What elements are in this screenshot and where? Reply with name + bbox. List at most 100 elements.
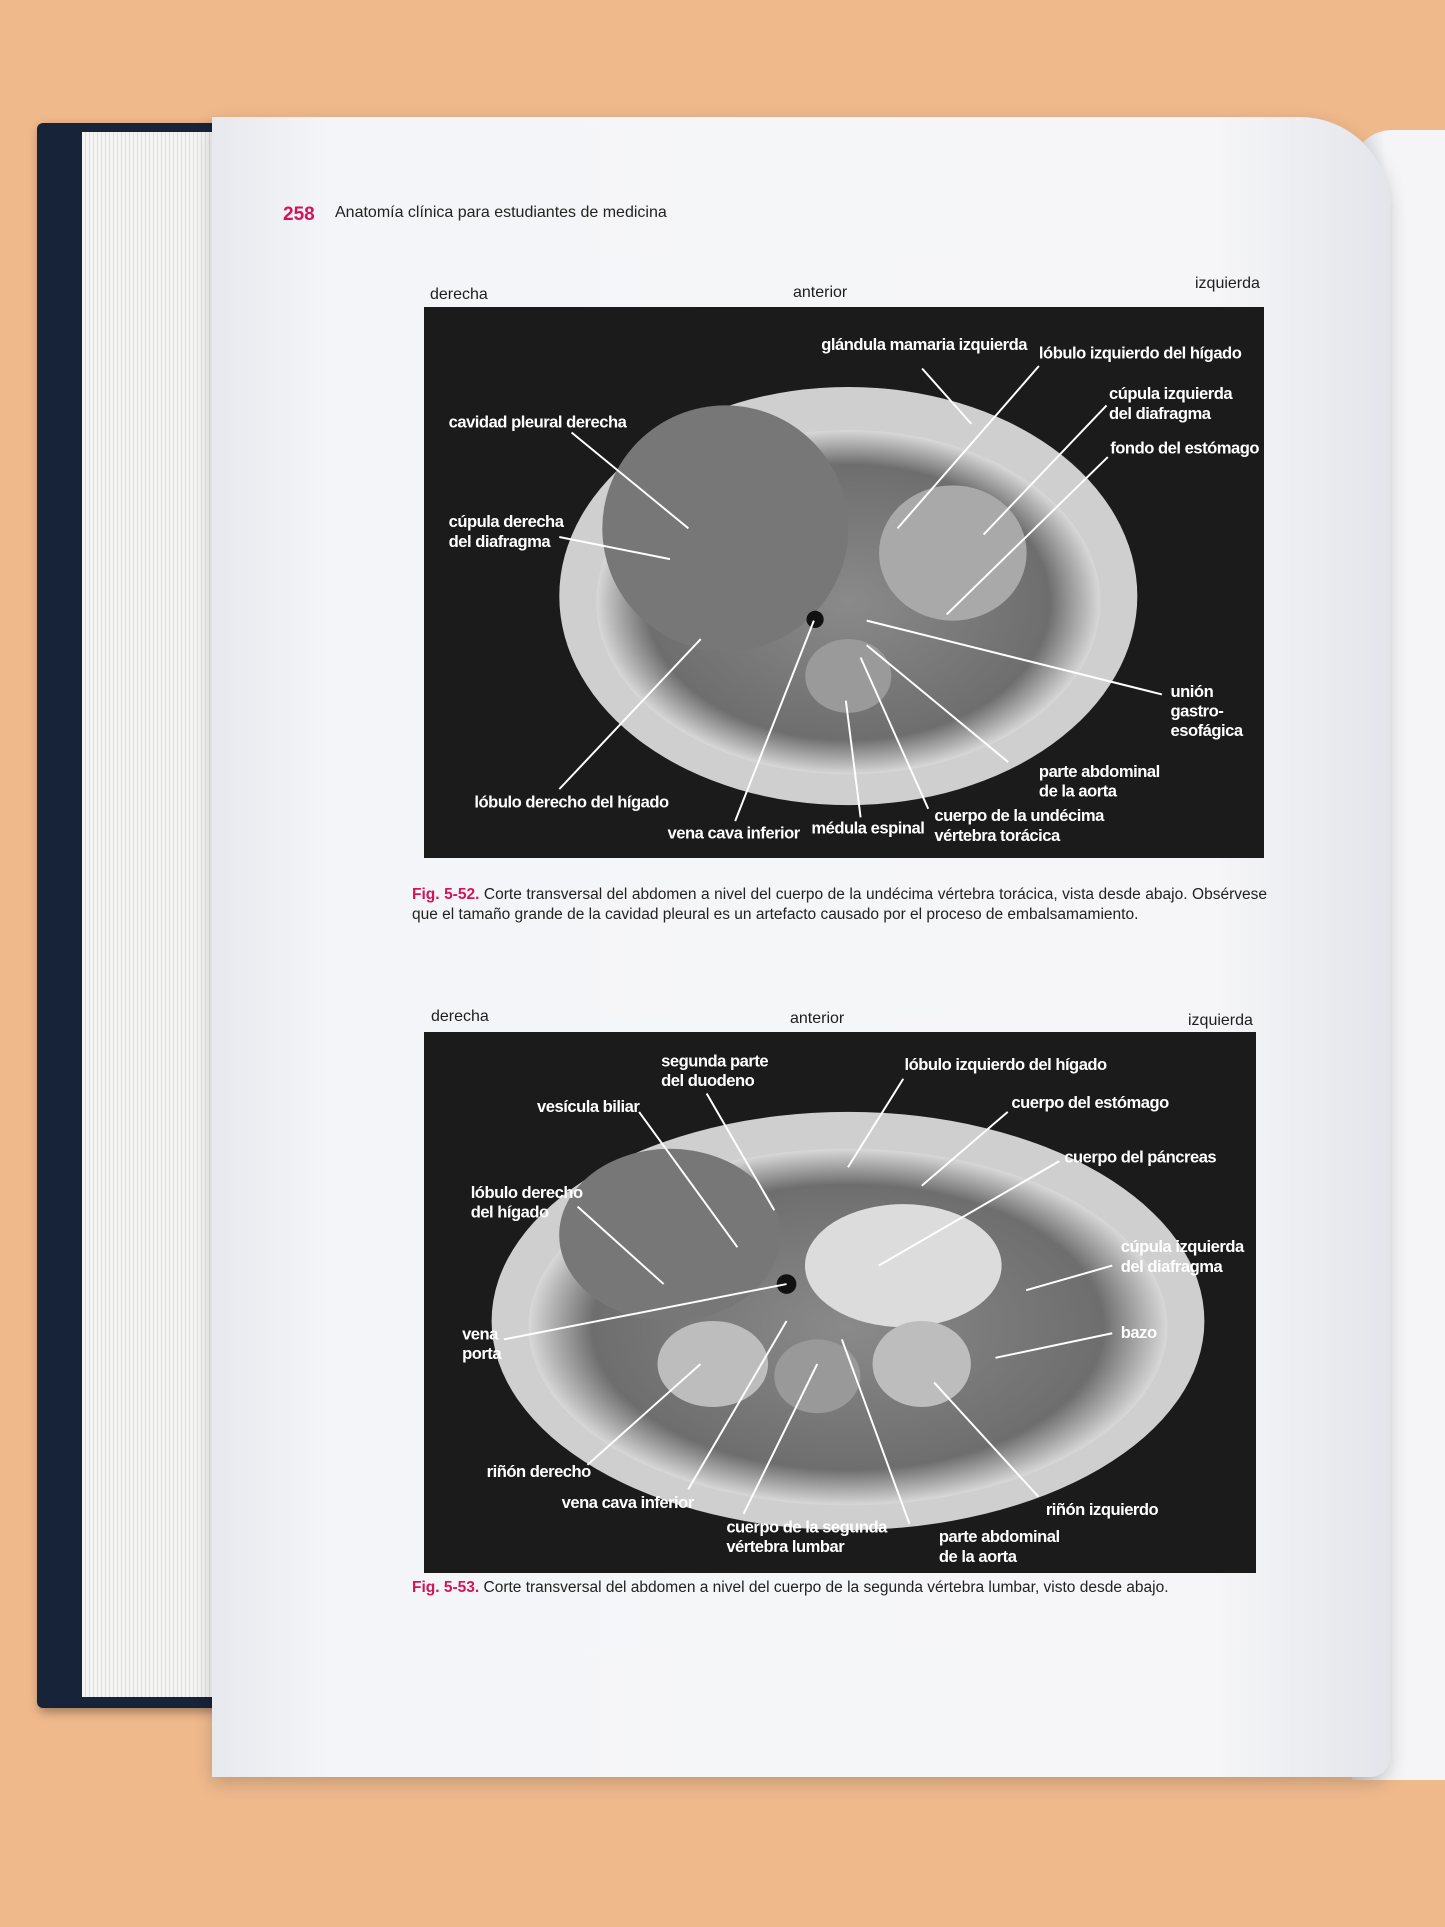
leader-line [859,657,930,810]
label-line: vértebra lumbar [726,1537,845,1556]
leader-line [982,404,1108,536]
caption-text: Corte transversal del abdomen a nivel de… [412,886,1267,923]
orientation-center: anterior [793,284,848,301]
label-line: cuerpo del páncreas [1064,1147,1216,1166]
right-kidney [657,1320,769,1408]
label-line: del diafragma [449,532,552,551]
cross-section [491,1111,1205,1530]
page-number: 258 [283,204,315,225]
stomach [879,485,1027,621]
leader-line [995,1332,1113,1359]
leader-line [705,1092,776,1211]
label-line: del duodeno [661,1071,754,1090]
liver [602,405,849,652]
label-line: del diafragma [1109,404,1212,423]
vertebra [774,1339,861,1414]
anatomy-label: cavidad pleural derecha [449,413,628,432]
label-line: gastro- [1171,702,1224,721]
anatomy-label: cuerpo del páncreas [1064,1147,1216,1166]
anatomy-label: fondo del estómago [1110,438,1259,457]
anatomy-label: cuerpo del estómago [1011,1093,1169,1112]
figure-5-52-caption: Fig. 5-52. Corte transversal del abdomen… [412,885,1267,925]
leader-line [558,638,702,790]
label-line: vena [462,1324,499,1343]
figure-5-53-caption: Fig. 5-53. Corte transversal del abdomen… [412,1578,1257,1598]
label-line: fondo del estómago [1110,438,1259,457]
caption-label: Fig. 5-52. [412,886,480,903]
leader-line [570,431,690,530]
anatomy-label: lóbulo derecho del hígado [474,793,669,812]
label-line: cúpula izquierda [1121,1237,1245,1256]
leader-line [687,1320,788,1490]
label-line: lóbulo izquierdo del hígado [1039,344,1242,363]
leader-line [878,1160,1060,1267]
orientation-left: derecha [431,1008,489,1025]
leader-line [734,620,815,822]
orientation-left: derecha [430,286,488,303]
leader-line [1025,1264,1113,1292]
orientation-center: anterior [790,1010,845,1027]
orientation-right: izquierda [1195,275,1260,292]
anatomy-label: lóbulo izquierdo del hígado [905,1055,1108,1074]
label-line: unión [1171,682,1214,701]
figure-5-52-image: glándula mamaria izquierda lóbulo izquier… [424,307,1264,858]
label-line: glándula mamaria izquierda [821,335,1028,354]
leader-line [866,619,1163,696]
label-line: riñón derecho [487,1462,591,1481]
label-line: porta [462,1344,502,1363]
leader-line [866,644,1009,763]
label-line: vena cava inferior [562,1493,695,1512]
label-line: esofágica [1171,721,1244,740]
anatomy-label: vena cava inferior [668,823,801,842]
label-line: vena cava inferior [668,823,801,842]
label-line: segunda parte [661,1051,768,1070]
orientation-right: izquierda [1188,1012,1253,1029]
label-line: parte abdominal [939,1527,1060,1546]
caption-label: Fig. 5-53. [412,1579,480,1596]
label-line: vesícula biliar [537,1097,640,1116]
leader-line [844,700,862,818]
anatomy-label: lóbulo izquierdo del hígado [1039,344,1242,363]
label-line: cuerpo de la segunda [726,1517,888,1536]
label-line: cuerpo del estómago [1011,1093,1169,1112]
label-line: de la aorta [939,1547,1018,1566]
page-edges [82,132,222,1697]
anatomy-label: médula espinal [811,818,924,837]
leader-line [921,1111,1009,1187]
label-line: lóbulo derecho del hígado [474,793,669,812]
label-line: médula espinal [811,818,924,837]
vertebra [805,639,892,713]
label-line: parte abdominal [1039,762,1160,781]
pancreas [804,1204,1002,1328]
label-line: cúpula izquierda [1109,384,1233,403]
anatomy-label: riñón derecho [487,1462,591,1481]
label-line: del diafragma [1121,1257,1224,1276]
anatomy-label: vena cava inferior [562,1493,695,1512]
leader-line [896,365,1040,530]
anatomy-label: riñón izquierdo [1046,1500,1159,1519]
label-line: de la aorta [1039,782,1118,801]
leader-line [933,1381,1040,1498]
left-kidney [872,1320,971,1408]
leader-line [586,1363,702,1466]
leader-line [921,367,973,425]
label-line: del hígado [471,1203,549,1222]
liver [559,1148,781,1321]
label-line: vértebra torácica [934,826,1061,845]
leader-line [847,1078,905,1168]
leader-line [840,1339,911,1525]
label-line: lóbulo izquierdo del hígado [905,1055,1108,1074]
anatomy-label: vesícula biliar [537,1097,640,1116]
leader-line [946,456,1109,616]
caption-text: Corte transversal del abdomen a nivel de… [483,1579,1169,1596]
cross-section [559,386,1138,806]
